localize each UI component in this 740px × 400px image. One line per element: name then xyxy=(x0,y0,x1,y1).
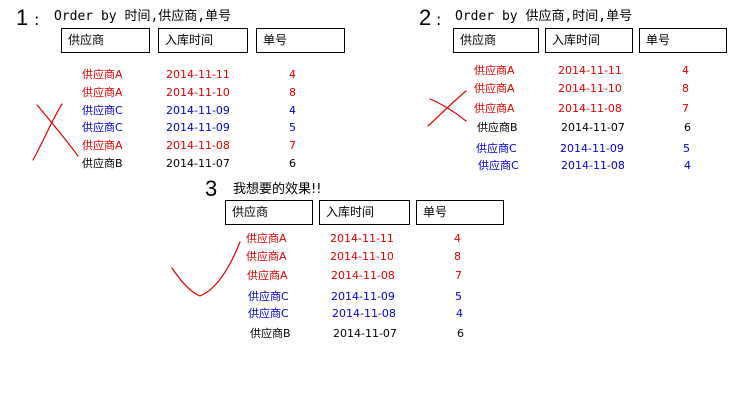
panel-number: 3 xyxy=(205,176,218,201)
panel-title: Order by 供应商,时间,单号 xyxy=(455,9,633,24)
header-date: 入库时间 xyxy=(545,28,633,53)
table-row-date: 2014-11-09 xyxy=(166,121,230,134)
table-row-date: 2014-11-10 xyxy=(330,250,394,263)
table-row-number: 6 xyxy=(289,157,296,170)
table-row-supplier: 供应商A xyxy=(82,86,123,99)
table-row-supplier: 供应商A xyxy=(246,250,287,263)
table-row-supplier: 供应商B xyxy=(477,121,518,134)
cross-mark-icon xyxy=(32,103,79,161)
header-number: 单号 xyxy=(639,28,727,53)
table-row-number: 6 xyxy=(457,327,464,340)
table-row-number: 8 xyxy=(289,86,296,99)
header-supplier: 供应商 xyxy=(61,28,150,53)
table-row-number: 4 xyxy=(454,232,461,245)
table-row-number: 4 xyxy=(289,68,296,81)
table-row-supplier: 供应商C xyxy=(248,307,289,320)
table-row-number: 5 xyxy=(455,290,462,303)
table-row-supplier: 供应商C xyxy=(82,104,123,117)
header-supplier: 供应商 xyxy=(453,28,539,53)
table-row-date: 2014-11-07 xyxy=(333,327,397,340)
header-date: 入库时间 xyxy=(319,200,410,225)
table-row-supplier: 供应商A xyxy=(82,68,123,81)
table-row-date: 2014-11-08 xyxy=(561,159,625,172)
table-row-supplier: 供应商A xyxy=(474,64,515,77)
table-row-date: 2014-11-11 xyxy=(330,232,394,245)
table-row-date: 2014-11-08 xyxy=(331,269,395,282)
table-row-supplier: 供应商A xyxy=(246,232,287,245)
table-row-date: 2014-11-09 xyxy=(331,290,395,303)
table-row-number: 7 xyxy=(455,269,462,282)
table-row-number: 8 xyxy=(682,82,689,95)
table-row-supplier: 供应商C xyxy=(478,159,519,172)
table-row-supplier: 供应商B xyxy=(82,157,123,170)
panel-colon: : xyxy=(34,10,40,29)
table-row-supplier: 供应商C xyxy=(476,142,517,155)
table-row-number: 4 xyxy=(682,64,689,77)
table-row-number: 4 xyxy=(456,307,463,320)
table-row-date: 2014-11-08 xyxy=(166,139,230,152)
cross-mark-icon xyxy=(427,90,467,127)
table-row-date: 2014-11-08 xyxy=(558,102,622,115)
check-mark-icon xyxy=(171,241,241,297)
table-row-number: 4 xyxy=(289,104,296,117)
header-date: 入库时间 xyxy=(158,28,248,53)
table-row-number: 7 xyxy=(289,139,296,152)
table-row-date: 2014-11-07 xyxy=(166,157,230,170)
table-row-supplier: 供应商B xyxy=(250,327,291,340)
table-row-number: 7 xyxy=(682,102,689,115)
table-row-date: 2014-11-08 xyxy=(332,307,396,320)
table-row-supplier: 供应商A xyxy=(82,139,123,152)
table-row-number: 5 xyxy=(683,142,690,155)
table-row-date: 2014-11-10 xyxy=(166,86,230,99)
panel-number: 1 xyxy=(16,5,29,30)
table-row-date: 2014-11-09 xyxy=(560,142,624,155)
table-row-date: 2014-11-11 xyxy=(558,64,622,77)
table-row-supplier: 供应商A xyxy=(474,82,515,95)
table-row-supplier: 供应商A xyxy=(247,269,288,282)
table-row-date: 2014-11-10 xyxy=(558,82,622,95)
table-row-supplier: 供应商C xyxy=(248,290,289,303)
table-row-supplier: 供应商A xyxy=(474,102,515,115)
table-row-date: 2014-11-11 xyxy=(166,68,230,81)
panel-title: 我想要的效果!! xyxy=(233,182,322,197)
header-number: 单号 xyxy=(416,200,504,225)
panel-title: Order by 时间,供应商,单号 xyxy=(54,9,232,24)
table-row-date: 2014-11-09 xyxy=(166,104,230,117)
table-row-number: 8 xyxy=(454,250,461,263)
table-row-supplier: 供应商C xyxy=(82,121,123,134)
table-row-number: 6 xyxy=(684,121,691,134)
table-row-number: 4 xyxy=(684,159,691,172)
table-row-number: 5 xyxy=(289,121,296,134)
panel-colon: : xyxy=(436,10,442,29)
panel-number: 2 xyxy=(419,5,432,30)
header-number: 单号 xyxy=(256,28,345,53)
table-row-date: 2014-11-07 xyxy=(561,121,625,134)
header-supplier: 供应商 xyxy=(225,200,313,225)
